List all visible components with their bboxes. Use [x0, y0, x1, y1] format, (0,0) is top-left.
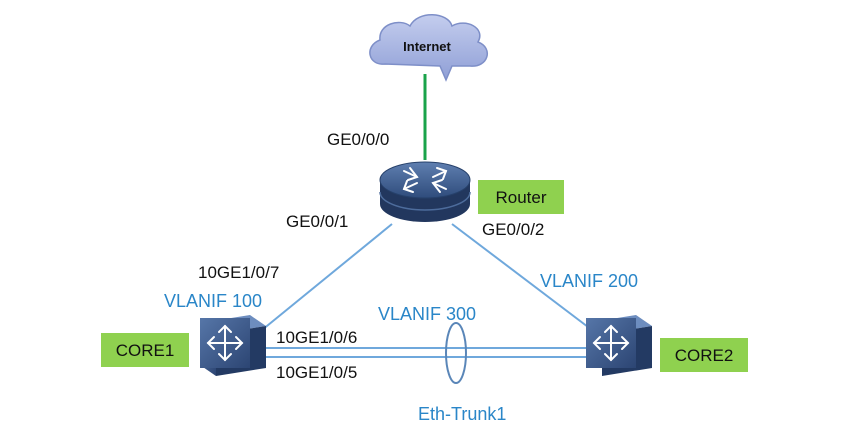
link-router-core2 [451, 223, 593, 331]
router-port-left: GE0/0/1 [286, 212, 348, 231]
core2-tag-box [660, 338, 748, 372]
core2-vlanif: VLANIF 200 [540, 271, 638, 291]
eth-trunk-label: Eth-Trunk1 [418, 404, 506, 424]
core2-tag: CORE2 [675, 346, 734, 365]
core1-tag: CORE1 [116, 341, 175, 360]
internet-label: Internet [403, 39, 451, 54]
core1-tag-box [101, 333, 189, 367]
internet-cloud-icon [369, 14, 488, 82]
router-icon [379, 161, 471, 222]
router-port-right: GE0/0/2 [482, 220, 544, 239]
router-tag-box [478, 180, 564, 214]
core2-switch-icon [586, 315, 652, 376]
core1-vlanif: VLANIF 100 [164, 291, 262, 311]
core1-port-top: 10GE1/0/6 [276, 328, 357, 347]
trunk-vlanif: VLANIF 300 [378, 304, 476, 324]
core1-port-bottom: 10GE1/0/5 [276, 363, 357, 382]
core1-uplink-port: 10GE1/0/7 [198, 263, 279, 282]
core1-switch-icon [200, 315, 266, 376]
router-tag: Router [495, 188, 546, 207]
link-router-core1 [261, 223, 393, 331]
eth-trunk-ellipse [445, 322, 467, 384]
router-uplink-port: GE0/0/0 [327, 130, 389, 149]
